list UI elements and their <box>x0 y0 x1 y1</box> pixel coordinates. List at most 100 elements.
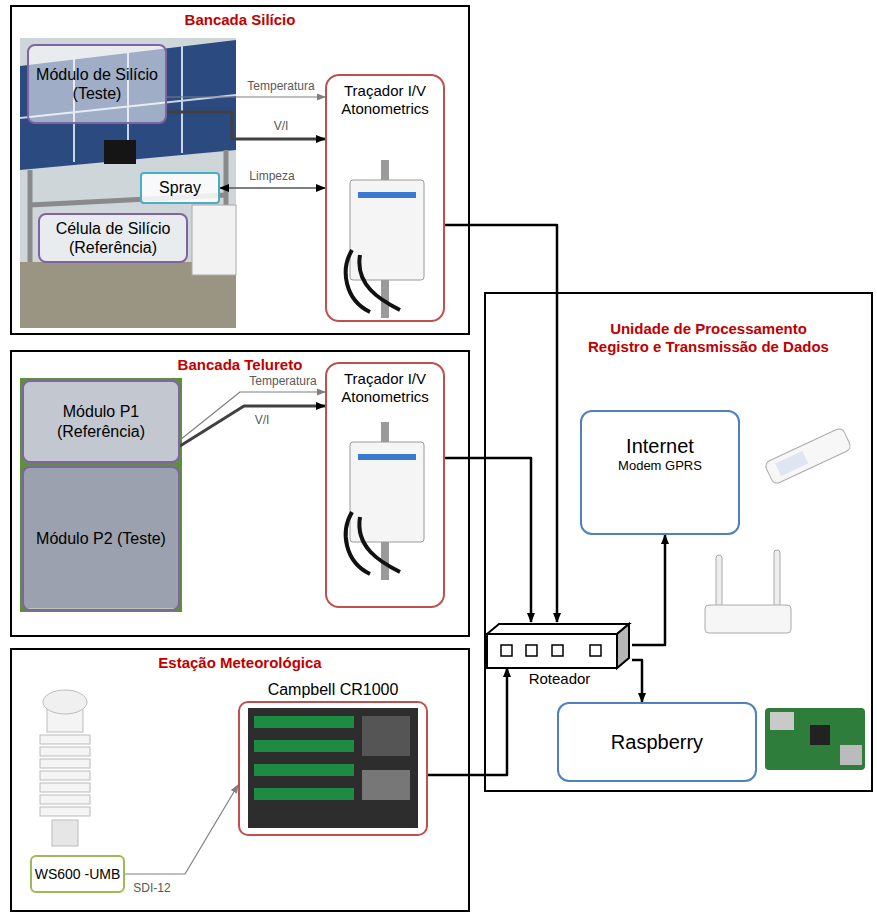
weather-sensor-photo <box>40 771 90 780</box>
panel-heading: Bancada Telureto <box>178 356 303 374</box>
node-label: Raspberry <box>611 730 703 754</box>
reference-cell-box: Célula de Silício (Referência) <box>38 213 188 263</box>
signal-label: SDI-12 <box>131 881 172 895</box>
router-node: Roteador <box>487 622 632 694</box>
spray-box: Spray <box>140 172 220 204</box>
datalogger-photo <box>254 740 354 752</box>
wifi-router-photo <box>716 555 722 607</box>
router-symbol <box>526 645 537 656</box>
module-box: Módulo P2 (Teste) <box>22 466 180 611</box>
connector <box>220 187 325 189</box>
node-label: Modem GPRS <box>618 458 702 474</box>
connector <box>445 225 557 622</box>
weather-sensor-photo <box>40 807 90 816</box>
router-symbol <box>590 645 601 656</box>
iv-tracer-photo <box>346 512 400 574</box>
iv-tracer-box: Traçador I/V Atonometrics <box>325 362 445 608</box>
datalogger-photo <box>254 764 354 776</box>
connector <box>167 96 325 97</box>
connector <box>180 406 325 446</box>
datalogger-frame <box>238 701 428 836</box>
node-label: Internet <box>626 434 694 458</box>
signal-label: Temperatura <box>245 79 316 93</box>
signal-label: V/I <box>272 119 291 133</box>
raspberry-board-photo <box>810 725 830 745</box>
iv-tracer-photo <box>358 192 416 198</box>
telluride-bench-photo <box>20 378 182 612</box>
node-label: WS600 -UMB <box>35 866 121 883</box>
weather-sensor-photo <box>40 735 90 744</box>
silicon-bench-photo <box>20 38 236 328</box>
connector <box>445 458 531 622</box>
router-symbol <box>552 645 563 656</box>
signal-label: Limpeza <box>247 169 296 183</box>
signal-label: Temperatura <box>247 374 318 388</box>
sensor-box: WS600 -UMB <box>30 855 125 893</box>
weather-sensor-photo <box>40 783 90 792</box>
connector <box>167 112 325 139</box>
raspberry-board-photo <box>765 708 865 770</box>
router-symbol <box>487 624 629 634</box>
datalogger-photo <box>254 716 354 728</box>
connector <box>632 535 665 645</box>
module-box: Módulo de Silício (Teste) <box>27 44 167 124</box>
weather-sensor-photo <box>43 690 87 714</box>
connector <box>428 668 507 775</box>
iv-tracer-photo <box>346 422 424 580</box>
panel-heading: Estação Meteorológica <box>158 654 321 672</box>
router-symbol <box>487 634 617 668</box>
module-box: Módulo P1 (Referência) <box>22 380 180 463</box>
raspberry-board-photo <box>840 745 862 765</box>
datalogger-box: Campbell CR1000 <box>238 680 428 836</box>
router-symbol <box>487 624 629 668</box>
raspberry-box: Raspberry <box>557 702 757 782</box>
silicon-bench-photo <box>20 40 236 170</box>
iv-tracer-photo <box>346 250 400 312</box>
weather-sensor-photo <box>40 690 90 846</box>
weather-sensor-photo <box>52 820 78 846</box>
node-label: Módulo P1 (Referência) <box>28 402 174 440</box>
datalogger-photo <box>362 770 410 800</box>
station-panel: Estação MeteorológicaWS600 -UMB Campbell … <box>10 648 470 912</box>
internet-box: InternetModem GPRS <box>580 410 740 535</box>
usb-modem-photo <box>764 427 852 485</box>
raspberry-board-photo <box>765 708 865 770</box>
processing-panel: Unidade de Processamento Registro e Tran… <box>484 292 873 792</box>
router-symbol <box>501 645 512 656</box>
silicon-bench-photo <box>192 205 236 275</box>
node-label: Traçador I/V Atonometrics <box>331 370 439 406</box>
node-label: Módulo de Silício (Teste) <box>33 65 161 103</box>
iv-tracer-photo <box>358 454 416 460</box>
weather-sensor-photo <box>40 747 90 756</box>
connector <box>632 660 642 702</box>
silicon-bench-photo <box>20 38 236 328</box>
panel-heading: Unidade de Processamento Registro e Tran… <box>584 320 834 356</box>
datalogger-photo <box>248 708 418 828</box>
iv-tracer-box: Traçador I/V Atonometrics <box>325 74 445 322</box>
datalogger-photo <box>254 788 354 800</box>
wifi-router-photo <box>705 605 791 633</box>
bench-panel: Bancada TeluretoMódulo P1 (Referência) Mó… <box>10 350 470 637</box>
datalogger-photo <box>248 708 418 828</box>
usb-modem-photo <box>775 451 808 476</box>
usb-modem-photo <box>764 427 852 485</box>
raspberry-board-photo <box>770 712 794 730</box>
weather-sensor-photo <box>40 759 90 768</box>
panel-heading: Bancada Silício <box>185 11 296 29</box>
router-symbol <box>617 624 629 668</box>
node-label: Célula de Silício (Referência) <box>44 219 182 257</box>
node-label: Roteador <box>529 670 591 688</box>
iv-tracer-photo <box>346 160 424 318</box>
node-label: Módulo P2 (Teste) <box>36 529 166 548</box>
wifi-router-photo <box>774 550 780 607</box>
wifi-router-photo <box>705 550 791 633</box>
telluride-bench-photo <box>20 378 182 612</box>
signal-label: V/I <box>253 413 272 427</box>
datalogger-photo <box>362 716 410 756</box>
node-label: Spray <box>159 178 201 197</box>
connector <box>125 785 238 874</box>
silicon-bench-photo <box>104 140 136 164</box>
node-label: Traçador I/V Atonometrics <box>331 82 439 118</box>
bench-panel: Bancada SilícioMódulo de Silício (Teste)… <box>10 5 470 335</box>
